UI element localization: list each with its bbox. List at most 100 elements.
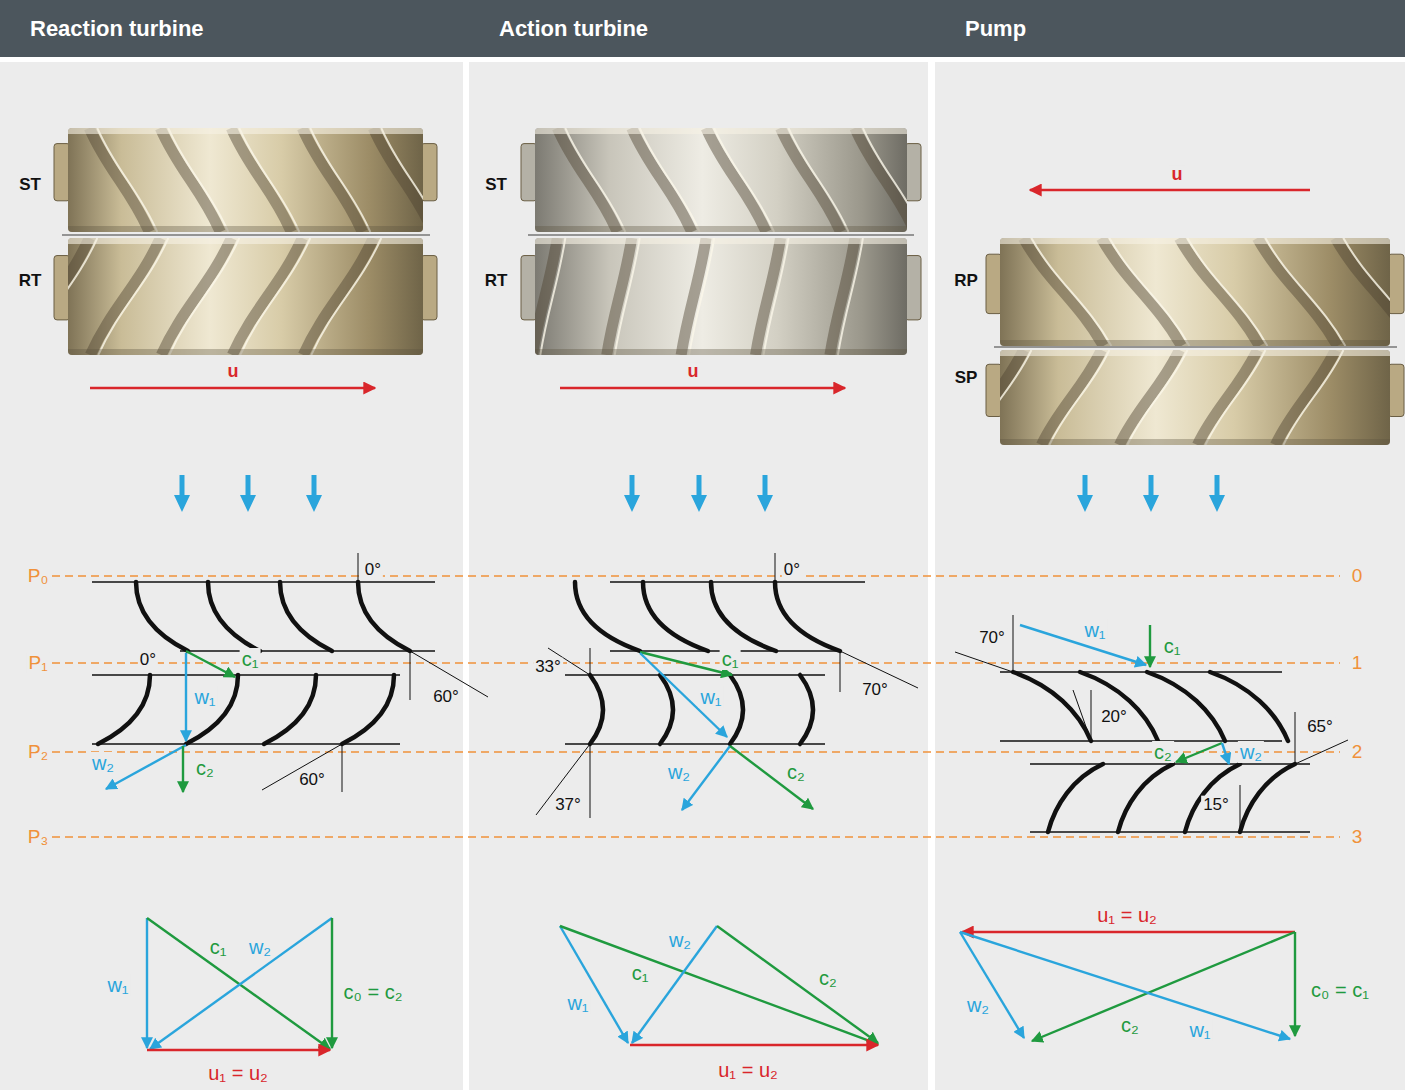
part-label: ST: [483, 176, 509, 195]
row-boundary: [92, 581, 435, 583]
blade-highlight: [1265, 238, 1345, 346]
blade-channel: [1023, 238, 1103, 346]
blade-channel: [557, 128, 617, 232]
blade-highlight: [640, 128, 700, 232]
blade-tab: [521, 256, 537, 320]
triangle-side: [147, 918, 330, 1049]
blade-highlight: [764, 238, 789, 355]
station-label: 3: [1350, 827, 1365, 848]
blade-tab: [521, 144, 537, 201]
blade-profile: [1147, 672, 1225, 741]
blade-highlight: [1187, 238, 1267, 346]
absolute-velocity-label: c₂: [194, 757, 216, 779]
blade-tab: [986, 364, 1002, 416]
absolute-velocity-label: c₀ = c₁: [1309, 979, 1371, 1001]
blade-tab: [905, 144, 921, 201]
blade-highlight: [1343, 238, 1390, 346]
blade-channel: [373, 128, 423, 232]
rotor-photo: [19, 238, 437, 355]
blade-channel: [1179, 238, 1259, 346]
blade-speed-arrow: [90, 387, 375, 390]
blade-profile: [1118, 764, 1173, 832]
blade-channel: [1119, 350, 1179, 445]
angle-label: 37°: [553, 796, 583, 815]
blade-profile: [1080, 672, 1158, 741]
angle-line: [342, 744, 343, 792]
blade-highlight: [689, 238, 714, 355]
blade-profile: [1013, 672, 1091, 741]
column-header: Action turbine: [469, 0, 958, 57]
blade-highlight: [239, 128, 299, 232]
velocity-vector: [640, 652, 732, 675]
blade-profile: [1185, 764, 1240, 832]
part-label: SP: [953, 369, 980, 388]
column-header: Pump: [935, 0, 1405, 57]
rim: [68, 349, 423, 355]
blade-channel: [706, 128, 766, 232]
velocity-vector: [1222, 743, 1229, 764]
flow-arrow: [1209, 475, 1225, 512]
blade-highlight: [540, 238, 565, 355]
stage-gap: [62, 234, 430, 236]
blade-channel: [161, 238, 231, 355]
blade-profile: [730, 675, 743, 744]
blade-highlight: [1049, 350, 1109, 445]
blade-highlight: [1283, 350, 1343, 445]
triangle-side: [560, 926, 628, 1043]
blade-channel: [855, 128, 907, 232]
blade-highlight: [311, 238, 381, 355]
angle-label: 60°: [297, 771, 327, 790]
rim: [535, 238, 907, 244]
angle-label: 0°: [782, 561, 802, 580]
blade-tab: [1388, 364, 1404, 416]
station-label: 0: [1350, 566, 1365, 587]
velocity-vector: [640, 653, 727, 737]
row-boundary: [1000, 671, 1282, 673]
relative-velocity-label: w₂: [666, 761, 692, 783]
station-label: 2: [1350, 742, 1365, 763]
rotor-body: [1000, 350, 1390, 445]
rim: [535, 349, 907, 355]
blade-profile: [208, 582, 260, 651]
relative-velocity-label: w₂: [247, 936, 273, 958]
blade-channel: [632, 128, 692, 232]
absolute-velocity-label: c₀ = c₂: [342, 981, 405, 1003]
triangle-side: [147, 1049, 330, 1051]
blade-tab: [54, 144, 70, 201]
relative-velocity-label: w₁: [565, 992, 590, 1014]
angle-label: 33°: [533, 658, 563, 677]
row-boundary: [180, 650, 435, 652]
angle-line: [590, 744, 591, 818]
blade-channel: [1335, 238, 1390, 346]
row-boundary: [92, 743, 400, 745]
part-label: RP: [952, 272, 980, 291]
blade-speed-arrow: [560, 387, 845, 390]
drawing: [0, 62, 1405, 1090]
blade-profile: [775, 582, 840, 651]
rotor-body: [68, 238, 423, 355]
rim: [1000, 238, 1390, 244]
angle-line: [358, 553, 359, 582]
triangle-side: [146, 918, 148, 1048]
blade-highlight: [714, 128, 774, 232]
flow-arrow: [306, 475, 322, 512]
blade-tab: [54, 256, 70, 320]
triangle-side: [717, 926, 878, 1043]
triangle-side: [150, 918, 332, 1049]
blade-channel: [68, 238, 89, 355]
velocity-label: u: [226, 362, 241, 382]
station-label: P₁: [26, 653, 49, 674]
flow-arrow: [1077, 475, 1093, 512]
station-line: [52, 575, 1340, 576]
absolute-velocity-label: c₁: [630, 962, 651, 984]
velocity-vector: [730, 746, 813, 809]
station-line: [52, 836, 1340, 837]
blade-highlight: [1127, 350, 1187, 445]
angle-label: 70°: [977, 629, 1007, 648]
blade-profile: [660, 675, 673, 744]
part-label: ST: [17, 176, 43, 195]
triangle-side: [960, 932, 1290, 1039]
blade-channel: [302, 128, 362, 232]
relative-velocity-label: w₁: [698, 686, 723, 708]
